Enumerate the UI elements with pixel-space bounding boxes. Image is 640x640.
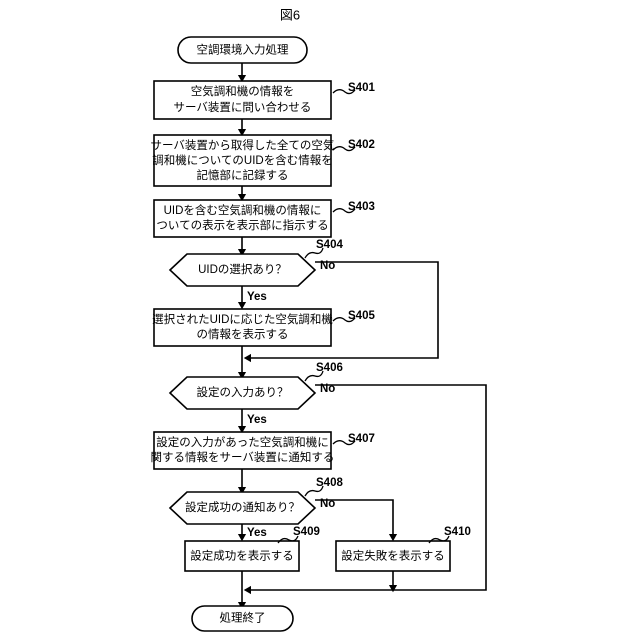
s406-step-tag: S406 [316, 362, 343, 374]
node-s409: 設定成功を表示する S409 [184, 526, 320, 572]
s401-process-shape [153, 80, 332, 120]
s408-no-label: No [320, 498, 335, 510]
node-s407: 設定の入力があった空気調和機に 関する情報をサーバ装置に通知する S407 [151, 431, 375, 470]
node-s410: 設定失敗を表示する S410 [335, 526, 471, 572]
s405-leader [332, 317, 356, 323]
s410-leader [428, 535, 450, 544]
s408-decision-shape [168, 491, 317, 525]
s405-line-1: 選択されたUIDに応じた空気調和機 [152, 312, 333, 326]
s404-step-tag: S404 [316, 239, 343, 251]
s408-leader [304, 485, 324, 497]
s401-leader [332, 89, 356, 95]
node-end: 処理終了 [191, 605, 294, 632]
s404-yes-label: Yes [247, 291, 267, 303]
s403-line-1: UIDを含む空気調和機の情報に [164, 203, 322, 217]
node-s405: 選択されたUIDに応じた空気調和機 の情報を表示する S405 [152, 308, 375, 347]
s406-yes-label: Yes [247, 414, 267, 426]
s402-line-2: 調和機についてのUIDを含む情報を [152, 153, 332, 167]
s409-step-tag: S409 [293, 526, 320, 538]
s408-label: 設定成功の通知あり？ [185, 500, 300, 514]
node-s402: サーバ装置から取得した全ての空気 調和機についてのUIDを含む情報を 記憶部に記… [151, 134, 375, 187]
node-s408: 設定成功の通知あり？ S408 No Yes [168, 477, 343, 539]
s406-no-label: No [320, 383, 335, 395]
start-terminator-label: 空調環境入力処理 [197, 43, 289, 57]
s406-leader [304, 370, 324, 382]
s403-line-2: ついての表示を表示部に指示する [156, 218, 328, 232]
s401-line-2: サーバ装置に問い合わせる [174, 100, 312, 114]
s403-step-tag: S403 [348, 201, 375, 213]
connector-layer [237, 63, 487, 610]
s409-process-shape [184, 540, 300, 572]
s409-label: 設定成功を表示する [190, 549, 294, 563]
connector-s408-no-to-s410 [315, 499, 398, 542]
s402-line-1: サーバ装置から取得した全ての空気 [151, 138, 335, 152]
connector-s404-no-bypass [243, 261, 439, 363]
s405-process-shape [153, 308, 332, 347]
s401-step-tag: S401 [348, 82, 375, 94]
s410-step-tag: S410 [444, 526, 471, 538]
s408-yes-label: Yes [247, 527, 267, 539]
connector-s406-no-bypass [243, 384, 487, 595]
s402-leader [332, 146, 356, 152]
s404-decision-shape [168, 253, 317, 287]
s404-no-label: No [320, 260, 335, 272]
s407-process-shape [153, 431, 332, 470]
s405-line-2: の情報を表示する [197, 327, 289, 341]
node-s403: UIDを含む空気調和機の情報に ついての表示を表示部に指示する S403 [153, 199, 375, 238]
node-s404: UIDの選択あり？ S404 No Yes [168, 239, 343, 303]
s410-label: 設定失敗を表示する [341, 549, 445, 563]
s402-line-3: 記憶部に記録する [197, 168, 289, 182]
start-terminator-shape [177, 36, 308, 64]
s406-decision-shape [168, 376, 317, 410]
s407-line-1: 設定の入力があった空気調和機に [156, 435, 329, 449]
node-start: 空調環境入力処理 [177, 36, 308, 64]
s403-leader [332, 208, 356, 214]
s402-process-shape [153, 134, 332, 187]
s404-leader [304, 247, 324, 259]
s407-line-2: 関する情報をサーバ装置に通知する [151, 450, 335, 464]
figure-title: 図6 [280, 7, 300, 22]
end-terminator-shape [191, 605, 294, 632]
s409-leader [277, 535, 299, 544]
s410-process-shape [335, 540, 451, 572]
s403-process-shape [153, 199, 332, 238]
s405-step-tag: S405 [348, 310, 375, 322]
s404-label: UIDの選択あり？ [198, 262, 287, 276]
s407-step-tag: S407 [348, 433, 375, 445]
s407-leader [332, 440, 356, 446]
s406-label: 設定の入力あり？ [197, 385, 289, 399]
s401-line-1: 空気調和機の情報を [191, 84, 295, 98]
s408-step-tag: S408 [316, 477, 343, 489]
node-s406: 設定の入力あり？ S406 No Yes [168, 362, 343, 426]
node-s401: 空気調和機の情報を サーバ装置に問い合わせる S401 [153, 80, 375, 120]
end-terminator-label: 処理終了 [220, 611, 266, 625]
s402-step-tag: S402 [348, 139, 375, 151]
